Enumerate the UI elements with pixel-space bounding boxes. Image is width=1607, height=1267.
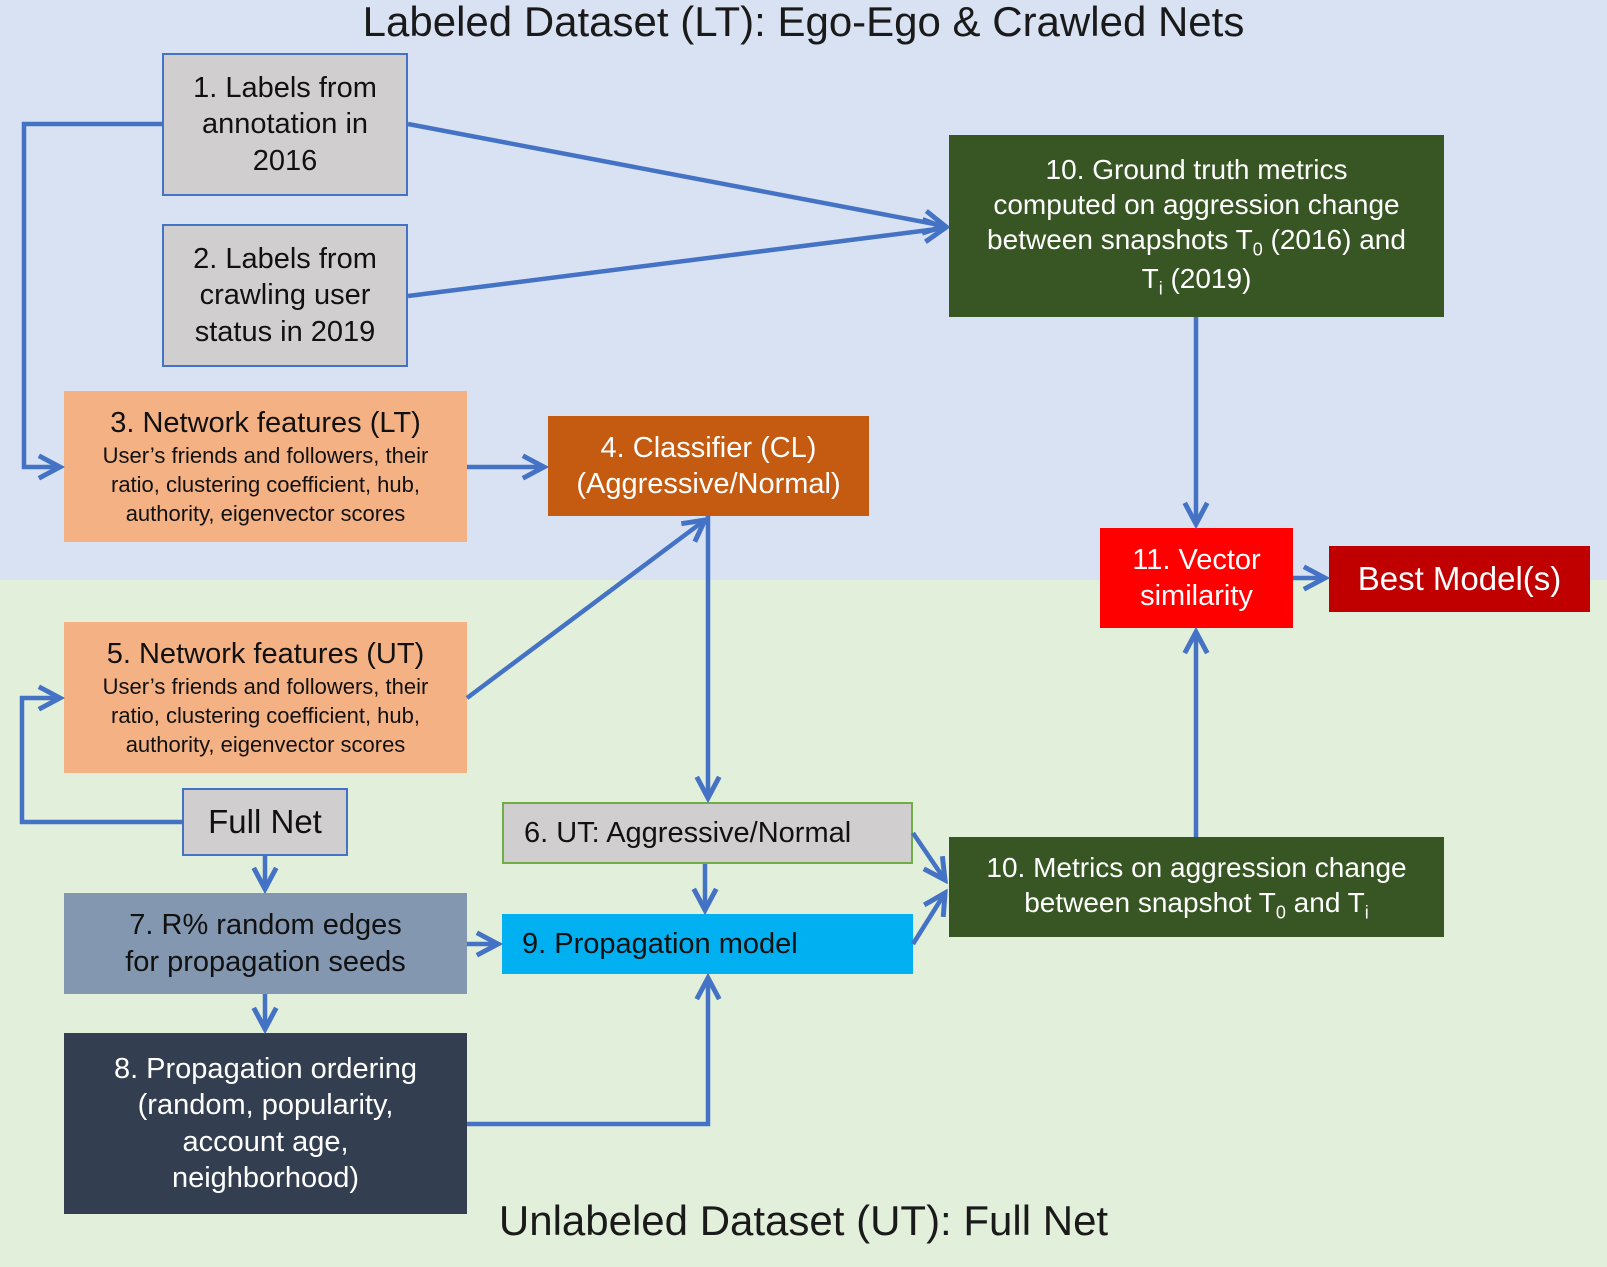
box-10-top-subscript-i: i <box>1158 278 1163 299</box>
box-propagation-ordering: 8. Propagation ordering (random, popular… <box>64 1033 467 1214</box>
box-4-line-2: (Aggressive/Normal) <box>576 468 841 500</box>
box-full-net: Full Net <box>182 788 348 856</box>
box-2-line-3: status in 2019 <box>194 315 376 348</box>
box-4-line-1: 4. Classifier (CL) <box>600 431 817 464</box>
box-ut-aggressive-normal: 6. UT: Aggressive/Normal <box>502 802 913 864</box>
box-8-line-2: (random, popularity, <box>137 1089 394 1122</box>
box-7-line-1: 7. R% random edges <box>129 909 402 942</box>
box-10-top-line-4-pre: T <box>1141 263 1159 294</box>
box-1-line-2: annotation in <box>201 108 369 141</box>
box-propagation-model: 9. Propagation model <box>502 914 913 974</box>
box-8-line-3: account age, <box>182 1125 349 1158</box>
arrow-features-ut-to-classifier <box>465 520 705 700</box>
arrow-labels-crawling-to-ground-truth <box>407 228 945 299</box>
box-5-title: 5. Network features (UT) <box>106 637 425 670</box>
box-7-line-2: for propagation seeds <box>125 945 406 978</box>
full-net-label: Full Net <box>208 803 322 841</box>
box-10-top-line-3-post: (2016) and <box>1262 223 1406 255</box>
box-11-line-1: 11. Vector <box>1132 543 1261 576</box>
box-5-desc-3: authority, eigenvector scores <box>125 732 406 758</box>
box-ground-truth-metrics: 10. Ground truth metrics computed on agg… <box>949 135 1444 317</box>
box-2-line-2: crawling user <box>199 279 371 312</box>
box-best-models: Best Model(s) <box>1329 546 1590 612</box>
labeled-region-title: Labeled Dataset (LT): Ego-Ego & Crawled … <box>362 0 1245 45</box>
box-vector-similarity: 11. Vector similarity <box>1100 528 1293 628</box>
box-11-line-2: similarity <box>1140 580 1253 612</box>
box-network-features-lt: 3. Network features (LT) User’s friends … <box>64 391 467 542</box>
box-3-desc-3: authority, eigenvector scores <box>125 501 406 527</box>
box-3-desc-2: ratio, clustering coefficient, hub, <box>111 472 420 498</box>
box-6-label: 6. UT: Aggressive/Normal <box>524 816 852 849</box>
arrow-ut-aggressive-to-metrics <box>911 831 945 880</box>
box-1-line-3: 2016 <box>252 144 318 177</box>
box-5-desc-2: ratio, clustering coefficient, hub, <box>111 703 420 729</box>
box-10-top-subscript-0: 0 <box>1252 239 1263 260</box>
box-2-line-1: 2. Labels from <box>193 243 377 276</box>
box-10-top-line-4: Ti (2019) <box>1142 261 1252 300</box>
box-10-top-line-3-pre: between snapshots T <box>987 223 1253 255</box>
box-labels-crawling: 2. Labels from crawling user status in 2… <box>162 224 408 367</box>
box-random-edges: 7. R% random edges for propagation seeds <box>64 893 467 994</box>
arrow-propagation-model-to-metrics <box>911 893 945 946</box>
box-10-top-line-1: 10. Ground truth metrics <box>1045 153 1348 185</box>
box-10-bottom-line-2-pre: between snapshot T <box>1024 886 1276 918</box>
box-10-bottom-line-1: 10. Metrics on aggression change <box>986 851 1407 883</box>
box-10-top-line-4-post: (2019) <box>1162 263 1252 294</box>
arrow-labels-annotation-to-features-lt <box>21 121 162 467</box>
box-5-desc-1: User’s friends and followers, their <box>102 674 429 700</box>
box-network-features-ut: 5. Network features (UT) User’s friends … <box>64 622 467 773</box>
arrow-ordering-to-propagation-model <box>467 978 708 1127</box>
box-8-line-4: neighborhood) <box>171 1161 360 1194</box>
box-10-bottom-subscript-0: 0 <box>1275 902 1286 923</box>
box-3-title: 3. Network features (LT) <box>110 406 421 439</box>
best-models-label: Best Model(s) <box>1357 560 1562 598</box>
box-labels-annotation: 1. Labels from annotation in 2016 <box>162 53 408 196</box>
arrow-full-net-to-features-ut <box>19 698 182 825</box>
box-10-bottom-subscript-i: i <box>1364 902 1369 923</box>
box-10-top-line-3: between snapshots T0 (2016) and <box>987 222 1406 261</box>
arrow-labels-annotation-to-ground-truth <box>407 121 945 226</box>
box-10-top-line-2: computed on aggression change <box>993 188 1400 220</box>
box-classifier: 4. Classifier (CL) (Aggressive/Normal) <box>548 416 869 516</box>
box-8-line-1: 8. Propagation ordering <box>113 1053 418 1085</box>
unlabeled-region-title: Unlabeled Dataset (UT): Full Net <box>498 1197 1109 1244</box>
box-10-bottom-line-2: between snapshot T0 and Ti <box>1024 885 1369 924</box>
box-9-label: 9. Propagation model <box>522 927 798 960</box>
box-1-line-1: 1. Labels from <box>193 72 377 105</box>
box-10-bottom-line-2-mid: and T <box>1285 886 1365 918</box>
box-metrics-aggression-change: 10. Metrics on aggression change between… <box>949 837 1444 937</box>
box-3-desc-1: User’s friends and followers, their <box>102 443 429 469</box>
